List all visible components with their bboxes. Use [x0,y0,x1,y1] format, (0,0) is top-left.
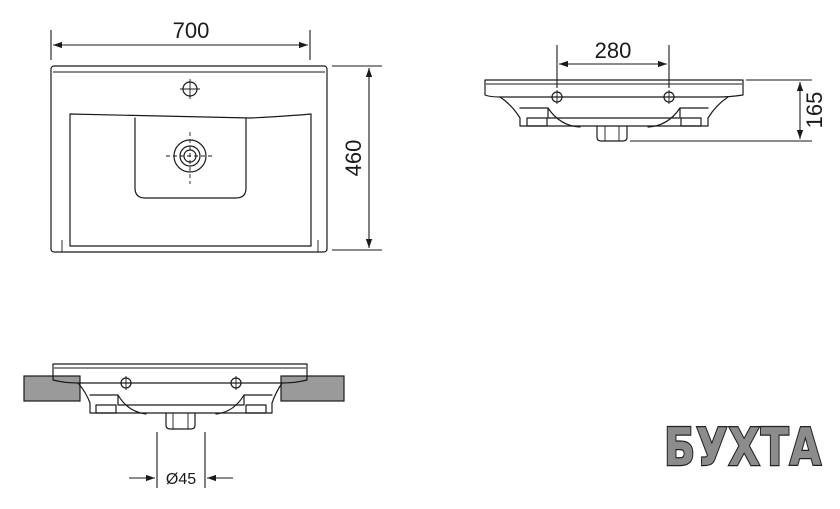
mount-screw-left [550,90,564,104]
drain-hole [166,132,214,184]
logo-text: БУХТА [664,418,822,478]
depth-label: 460 [341,140,366,177]
countertop-right [280,375,345,402]
width-label: 700 [173,18,210,43]
tap-hole [180,79,200,99]
countertop-left [23,375,81,402]
mount-screw-right [662,90,676,104]
front-screw-right [229,376,243,390]
side-slab [484,79,744,98]
basin-outline [50,65,328,253]
depth-dimension: 460 [332,65,382,251]
front-view: Ø45 [23,363,345,488]
front-drain [165,412,196,430]
width-dimension: 700 [50,18,311,60]
mount-spacing-dimension: 280 [556,38,670,88]
drain-diameter-label: Ø45 [166,471,196,488]
side-view: 280 165 [484,38,827,142]
drain-diameter-dimension: Ø45 [129,432,233,488]
front-slab [52,363,308,384]
mount-spacing-label: 280 [595,38,632,63]
bowl-outline [69,113,312,247]
front-screw-left [119,376,133,390]
side-drain [596,125,628,142]
brand-logo: БУХТА [663,417,823,480]
height-label: 165 [802,92,827,129]
top-view: 700 460 [50,18,382,253]
height-dimension: 165 [630,79,827,142]
drain-recess [134,117,247,199]
